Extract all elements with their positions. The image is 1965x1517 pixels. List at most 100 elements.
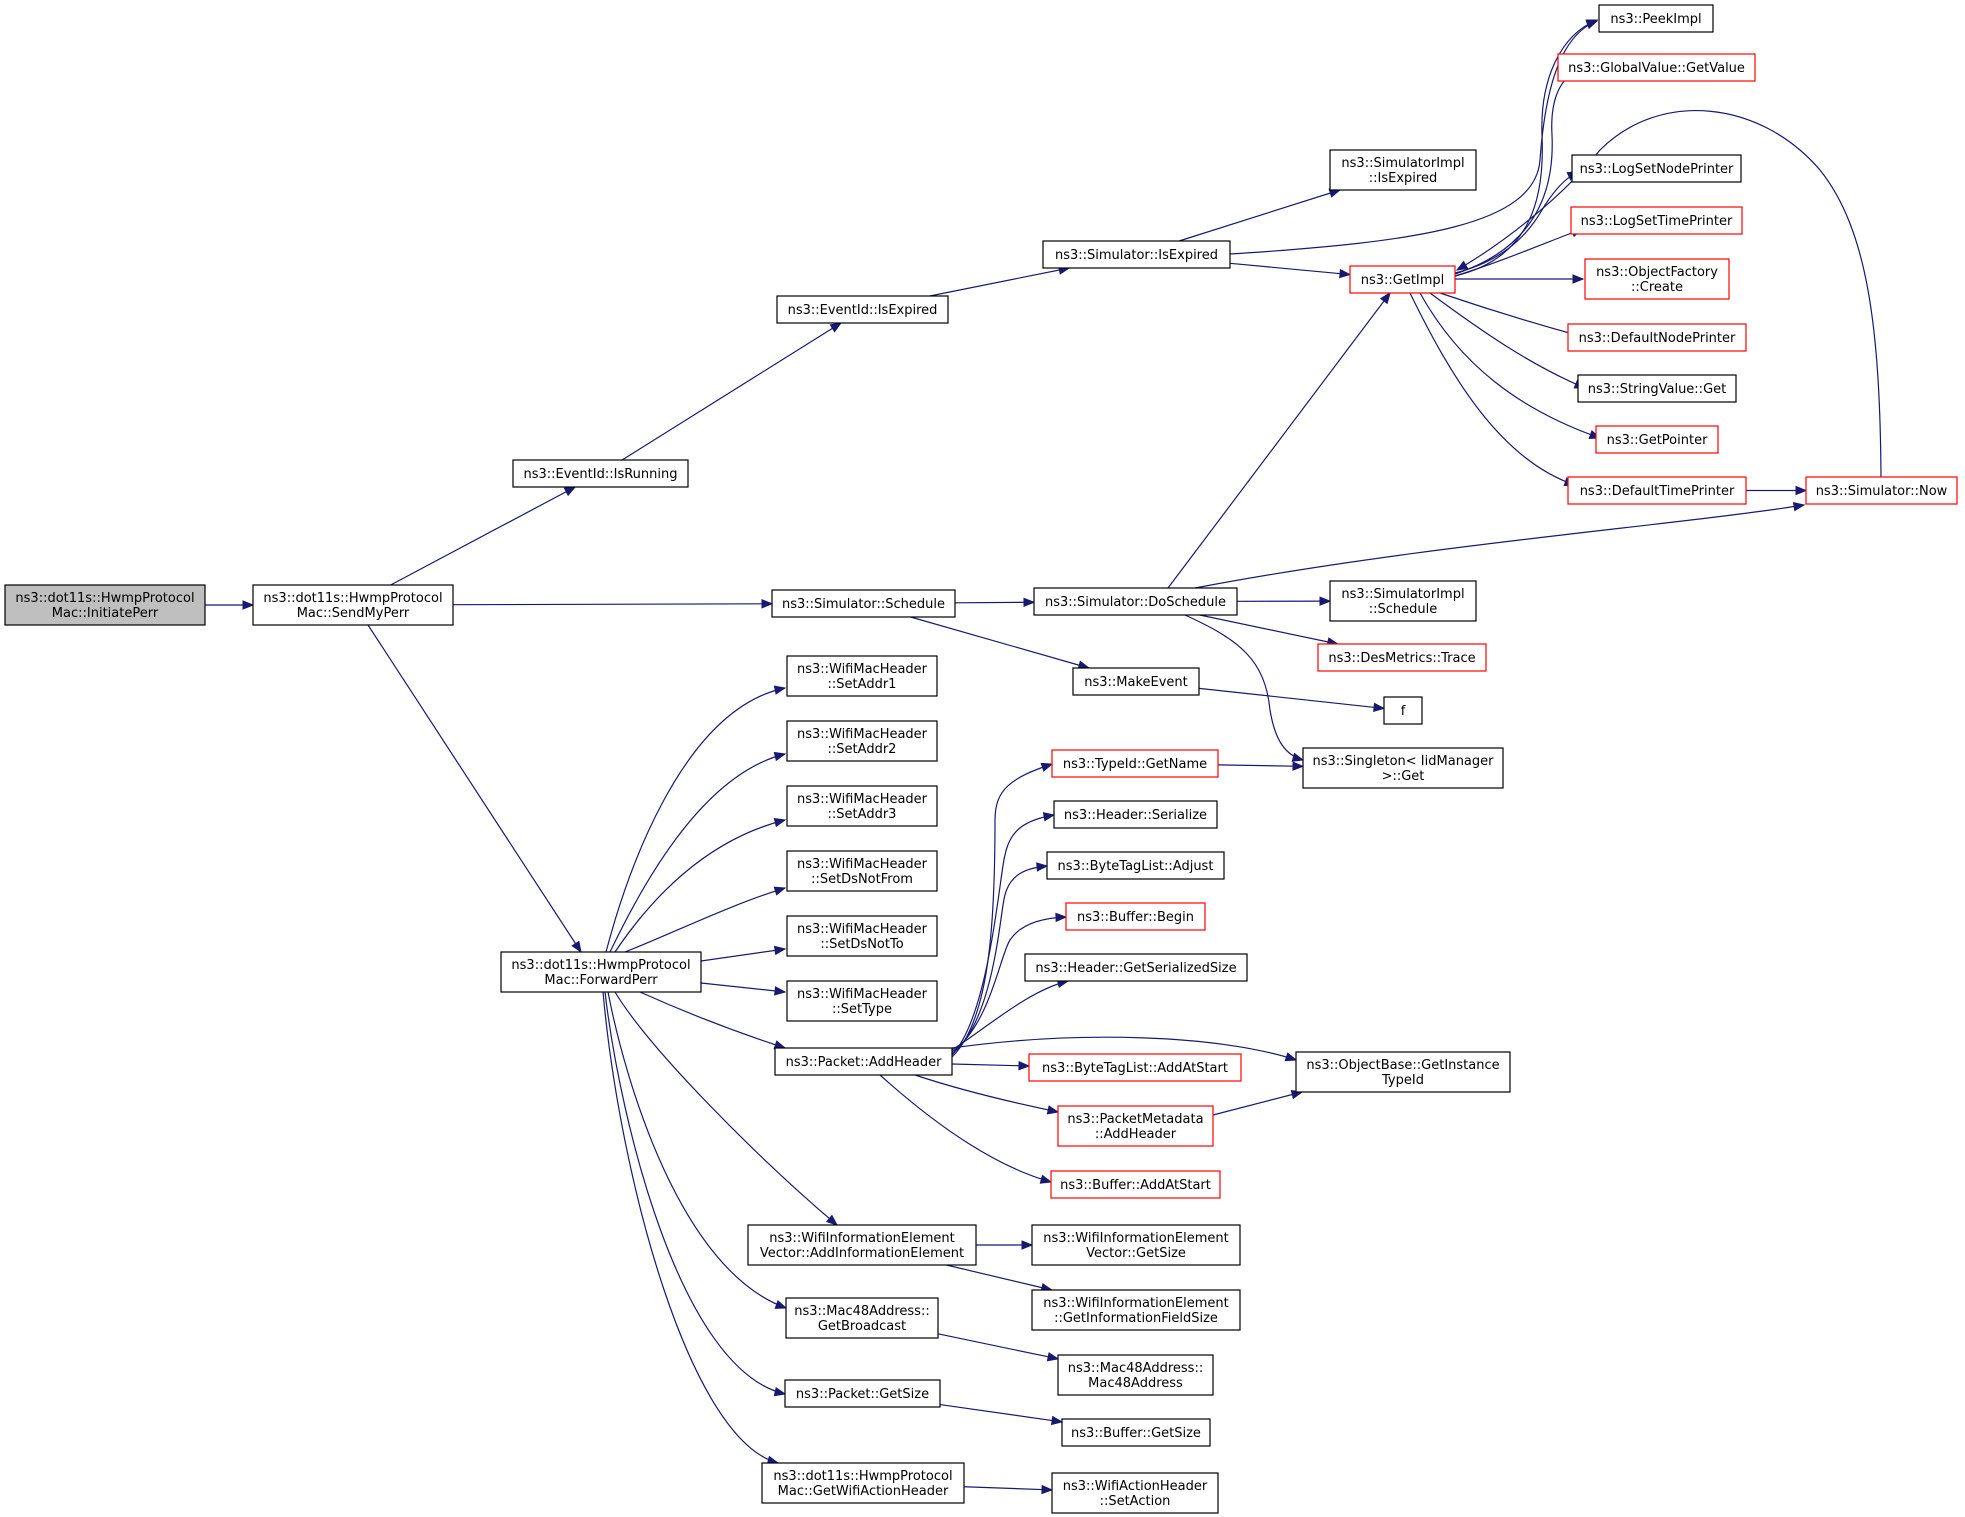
arrow-head-icon xyxy=(571,940,582,954)
node-mac48-getbroadcast[interactable]: ns3::Mac48Address::GetBroadcast xyxy=(785,1297,939,1339)
node-box xyxy=(786,655,938,697)
node-wmh-setaddr1[interactable]: ns3::WifiMacHeader::SetAddr1 xyxy=(786,655,938,697)
node-defaulttimeprinter[interactable]: ns3::DefaultTimePrinter xyxy=(1567,476,1747,505)
node-simimpl-schedule[interactable]: ns3::SimulatorImpl::Schedule xyxy=(1329,580,1477,622)
node-simulator-now[interactable]: ns3::Simulator::Now xyxy=(1805,476,1958,505)
node-desmetrics-trace[interactable]: ns3::DesMetrics::Trace xyxy=(1317,643,1487,672)
edge-line xyxy=(1454,228,1583,277)
node-box xyxy=(1051,749,1219,778)
node-box xyxy=(1057,1354,1214,1396)
arrow-head-icon xyxy=(1319,596,1332,606)
node-simulator-isexpired[interactable]: ns3::Simulator::IsExpired xyxy=(1042,240,1231,269)
edge-line xyxy=(914,1074,1059,1113)
edge-packet_addheader-to-buffer_addatstart xyxy=(879,1074,1053,1184)
node-logsetnodeprinter[interactable]: ns3::LogSetNodePrinter xyxy=(1571,154,1742,183)
node-makeevent[interactable]: ns3::MakeEvent xyxy=(1072,667,1200,696)
node-label: ns3::Simulator::IsExpired xyxy=(1055,248,1218,263)
node-forward-perr[interactable]: ns3::dot11s::HwmpProtocolMac::ForwardPer… xyxy=(500,951,702,993)
edge-getimpl-to-defaulttimeprinter xyxy=(1409,292,1577,487)
edge-packet_addheader-to-bytetaglist_adjust xyxy=(951,862,1049,1055)
node-eventid-isrunning[interactable]: ns3::EventId::IsRunning xyxy=(512,459,689,488)
node-bytetaglist-adjust[interactable]: ns3::ByteTagList::Adjust xyxy=(1046,851,1225,880)
node-singleton-get[interactable]: ns3::Singleton< IidManager >::Get xyxy=(1302,747,1504,789)
node-f[interactable]: f xyxy=(1383,696,1423,725)
edge-wiev_addinformationelement-to-wie_getinformationfieldsize xyxy=(946,1264,1054,1293)
node-wiev-addinformationelement[interactable]: ns3::WifiInformationElementVector::AddIn… xyxy=(747,1224,977,1266)
edge-line xyxy=(1456,110,1882,478)
arrow-head-icon xyxy=(1021,1240,1034,1250)
node-label: ns3::Header::GetSerializedSize xyxy=(1035,961,1236,976)
edge-line xyxy=(604,991,786,1395)
node-label: ns3::dot11s::HwmpProtocol xyxy=(511,958,690,973)
node-buffer-begin[interactable]: ns3::Buffer::Begin xyxy=(1065,902,1206,931)
arrow-head-icon xyxy=(774,1299,788,1309)
node-label: ns3::Simulator::Schedule xyxy=(782,597,945,612)
nodes-layer: ns3::dot11s::HwmpProtocolMac::InitiatePe… xyxy=(4,4,1958,1514)
node-get-wifi-action-header[interactable]: ns3::dot11s::HwmpProtocolMac::GetWifiAct… xyxy=(761,1462,965,1504)
node-header-serialize[interactable]: ns3::Header::Serialize xyxy=(1053,800,1218,829)
node-simulator-doschedule[interactable]: ns3::Simulator::DoSchedule xyxy=(1033,587,1238,616)
node-bytetaglist-addatstart[interactable]: ns3::ByteTagList::AddAtStart xyxy=(1028,1053,1242,1082)
node-wmh-setdsnotto[interactable]: ns3::WifiMacHeader::SetDsNotTo xyxy=(786,915,938,957)
node-packet-addheader[interactable]: ns3::Packet::AddHeader xyxy=(774,1047,953,1076)
node-getimpl[interactable]: ns3::GetImpl xyxy=(1349,265,1456,294)
node-label: ns3::GetImpl xyxy=(1361,273,1445,288)
node-stringvalue-get[interactable]: ns3::StringValue::Get xyxy=(1577,374,1737,403)
node-label: ::SetType xyxy=(832,1002,892,1017)
node-wiev-getsize[interactable]: ns3::WifiInformationElementVector::GetSi… xyxy=(1031,1224,1241,1266)
node-buffer-addatstart[interactable]: ns3::Buffer::AddAtStart xyxy=(1050,1170,1221,1199)
node-label: ns3::dot11s::HwmpProtocol xyxy=(15,591,194,606)
node-defaultnodeprinter[interactable]: ns3::DefaultNodePrinter xyxy=(1567,323,1747,352)
node-simulator-schedule[interactable]: ns3::Simulator::Schedule xyxy=(771,589,956,618)
node-label: ::GetInformationFieldSize xyxy=(1054,1311,1218,1326)
edge-packet_addheader-to-objectbase_getinstancetypeid xyxy=(951,1036,1298,1062)
edge-line xyxy=(1454,71,1576,275)
node-box xyxy=(1805,476,1958,505)
node-label: ns3::dot11s::HwmpProtocol xyxy=(773,1469,952,1484)
edge-simulator_isexpired-to-simimpl_isexpired xyxy=(1178,188,1342,242)
node-simimpl-isexpired[interactable]: ns3::SimulatorImpl::IsExpired xyxy=(1329,149,1477,191)
edge-line xyxy=(602,991,779,1464)
node-header-getserializedsize[interactable]: ns3::Header::GetSerializedSize xyxy=(1024,953,1248,982)
arrow-head-icon xyxy=(773,1387,787,1397)
node-wie-getinformationfieldsize[interactable]: ns3::WifiInformationElement::GetInformat… xyxy=(1031,1289,1241,1331)
edge-line xyxy=(951,1036,1297,1061)
node-logsettimeprinter[interactable]: ns3::LogSetTimePrinter xyxy=(1570,206,1743,235)
node-wmh-setaddr3[interactable]: ns3::WifiMacHeader::SetAddr3 xyxy=(786,785,938,827)
node-objectfactory-create[interactable]: ns3::ObjectFactory::Create xyxy=(1584,258,1730,300)
node-globalvalue-getvalue[interactable]: ns3::GlobalValue::GetValue xyxy=(1557,53,1756,82)
node-wah-setaction[interactable]: ns3::WifiActionHeader::SetAction xyxy=(1051,1472,1219,1514)
node-packet-getsize[interactable]: ns3::Packet::GetSize xyxy=(784,1379,941,1408)
edge-line xyxy=(951,980,1069,1051)
node-box xyxy=(252,584,454,626)
node-eventid-isexpired[interactable]: ns3::EventId::IsExpired xyxy=(776,295,949,324)
node-wmh-setaddr2[interactable]: ns3::WifiMacHeader::SetAddr2 xyxy=(786,720,938,762)
edge-line xyxy=(624,887,786,953)
node-buffer-getsize[interactable]: ns3::Buffer::GetSize xyxy=(1061,1418,1211,1447)
edge-line xyxy=(614,819,786,953)
node-label: ::SetAction xyxy=(1100,1494,1171,1509)
node-wmh-setdsnotfrom[interactable]: ns3::WifiMacHeader::SetDsNotFrom xyxy=(786,850,938,892)
node-mac48-mac48address[interactable]: ns3::Mac48Address::Mac48Address xyxy=(1057,1354,1214,1396)
node-label: ns3::SimulatorImpl xyxy=(1341,587,1464,602)
node-box xyxy=(1598,4,1714,33)
edge-line xyxy=(621,322,842,461)
node-label: ns3::WifiMacHeader xyxy=(797,662,928,677)
node-box xyxy=(786,850,938,892)
node-label: Vector::GetSize xyxy=(1086,1246,1186,1261)
node-peekimpl[interactable]: ns3::PeekImpl xyxy=(1598,4,1714,33)
node-wmh-settype[interactable]: ns3::WifiMacHeader::SetType xyxy=(786,980,938,1022)
node-label: ns3::DefaultNodePrinter xyxy=(1579,331,1736,346)
node-packetmetadata-addheader[interactable]: ns3::PacketMetadata::AddHeader xyxy=(1057,1105,1214,1147)
node-box xyxy=(1295,1051,1511,1093)
arrow-head-icon xyxy=(1379,291,1391,305)
node-getpointer[interactable]: ns3::GetPointer xyxy=(1595,425,1719,454)
node-box xyxy=(1031,1224,1241,1266)
node-typeid-getname[interactable]: ns3::TypeId::GetName xyxy=(1051,749,1219,778)
arrow-head-icon xyxy=(1284,1052,1298,1062)
edge-line xyxy=(605,687,786,953)
node-box xyxy=(1061,1418,1211,1447)
